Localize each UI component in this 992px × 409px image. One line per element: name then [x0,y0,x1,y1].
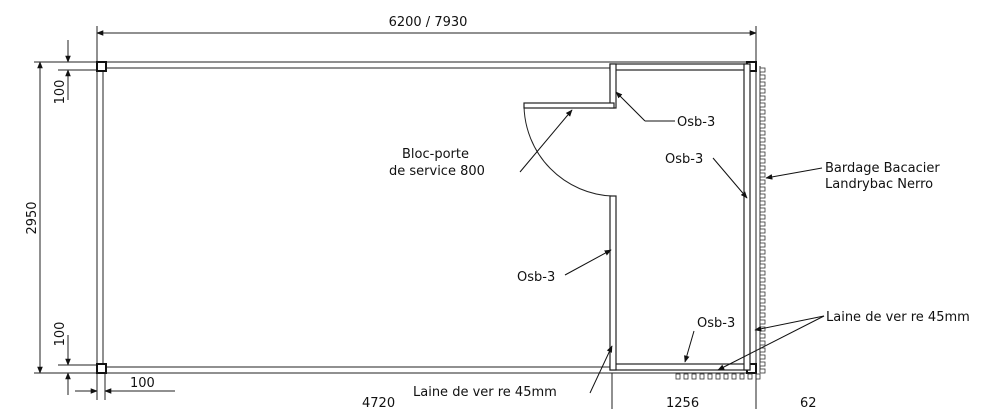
bloc-porte-annotation: Bloc-porte de service 800 [389,109,573,179]
bardage-annotation: Bardage Bacacier Landrybac Nerro [765,161,940,192]
overall-width-dimension: 6200 / 7930 [96,15,757,62]
dim-1256-label: 1256 [666,396,699,409]
bottom-offset-dimension: 100 [53,322,97,395]
corner-post-top-left [96,61,107,72]
osb-right-annotation: Osb-3 [665,152,748,199]
left-offset-dimension: 100 [75,373,175,400]
cladding-bardage [675,66,766,380]
bardage-label-line1: Bardage Bacacier [825,161,940,176]
laine-bottom-annotation: Laine de ver re 45mm [413,345,613,400]
laine-right-label: Laine de ver re 45mm [826,310,970,325]
laine-right-annotation: Laine de ver re 45mm [717,310,970,371]
top-offset-label: 100 [53,80,68,105]
bloc-porte-label-line2: de service 800 [389,164,485,179]
osb-bottom-annotation: Osb-3 [684,316,735,363]
service-door [523,102,615,197]
bottom-dimensions: 4720 1256 62 [362,373,817,409]
room-walls [609,63,751,371]
top-offset-dimension: 100 [53,40,97,104]
bloc-porte-label-line1: Bloc-porte [402,147,469,162]
dim-62-label: 62 [800,396,817,409]
laine-bottom-label: Laine de ver re 45mm [413,385,557,400]
osb-right-label: Osb-3 [665,152,703,167]
bardage-label-line2: Landrybac Nerro [825,177,933,192]
left-offset-label: 100 [130,376,155,391]
corner-post-bottom-left [96,363,107,374]
dim-4720-label: 4720 [362,396,395,409]
bottom-offset-label: 100 [53,322,68,347]
building-outline [96,61,757,374]
osb-top-annotation: Osb-3 [615,91,715,130]
osb-bottom-label: Osb-3 [697,316,735,331]
osb-top-label: Osb-3 [677,115,715,130]
osb-mid-annotation: Osb-3 [517,249,612,285]
overall-width-label: 6200 / 7930 [389,15,468,30]
osb-mid-label: Osb-3 [517,270,555,285]
height-label: 2950 [25,201,40,234]
